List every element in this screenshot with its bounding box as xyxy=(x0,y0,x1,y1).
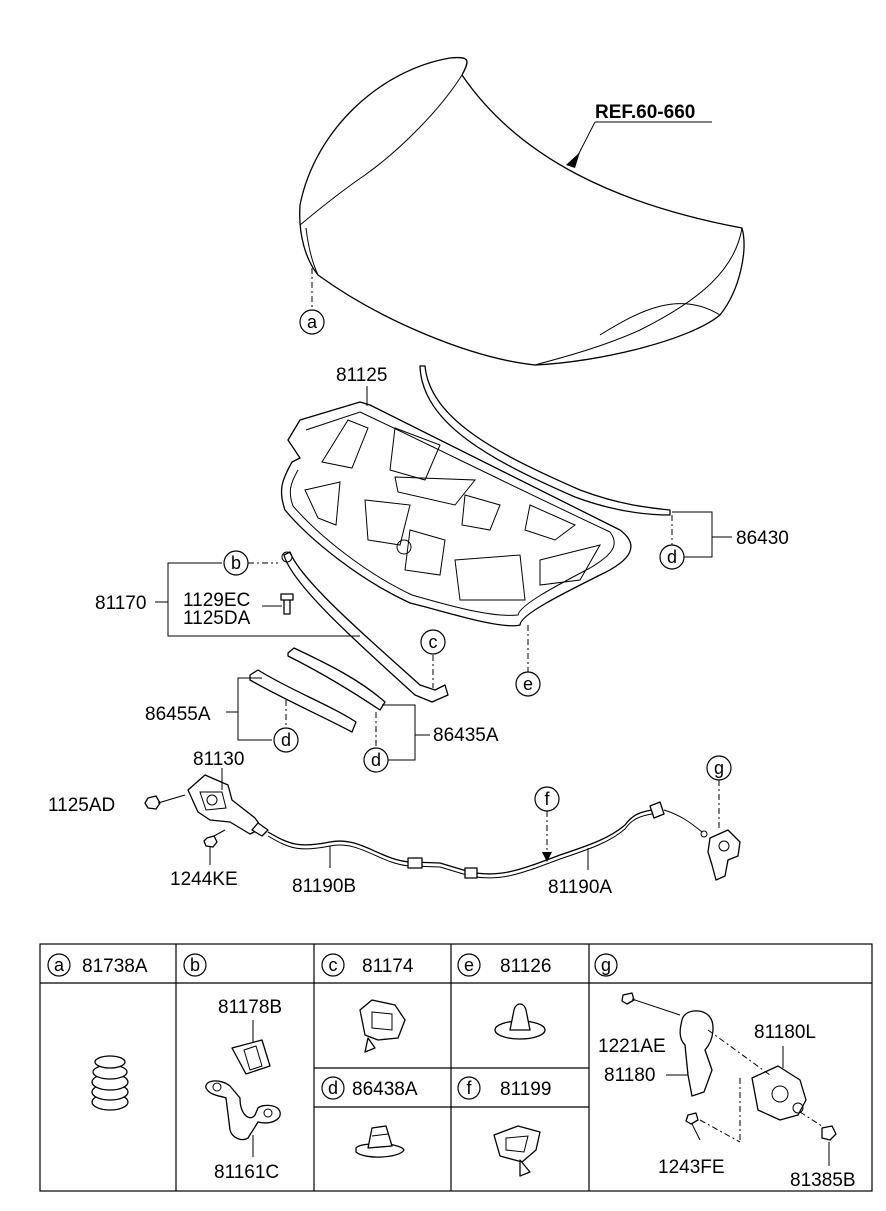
grommet-81126 xyxy=(494,1003,546,1040)
hood-stay-rod xyxy=(281,551,449,703)
callout-c xyxy=(420,629,446,655)
hood-insulator-pad xyxy=(280,401,632,627)
code-81385B: 81385B xyxy=(790,1170,856,1191)
svg-text:b: b xyxy=(231,553,241,573)
label-81190B: 81190B xyxy=(292,876,356,897)
label-1244KE: 1244KE xyxy=(170,869,238,890)
svg-text:d: d xyxy=(281,730,291,750)
label-81170: 81170 xyxy=(95,593,146,614)
seal-86435A xyxy=(287,647,386,711)
ref-label: REF.60-660 xyxy=(595,102,695,123)
cell-a: a 81738A xyxy=(47,953,148,977)
hood-panel xyxy=(299,56,745,366)
seal-86455A xyxy=(249,669,357,733)
hood-latch xyxy=(187,774,269,837)
callout-d-86455A xyxy=(273,727,299,753)
code-81126: 81126 xyxy=(500,956,551,977)
callout-d-86435A xyxy=(363,747,389,773)
code-1243FE: 1243FE xyxy=(658,1157,725,1178)
code-81174: 81174 xyxy=(362,956,414,977)
bolt-1244KE xyxy=(203,829,226,865)
bracket-81161C xyxy=(205,1080,281,1141)
svg-text:g: g xyxy=(714,758,724,778)
svg-text:c: c xyxy=(429,632,438,652)
label-1129EC: 1129EC xyxy=(183,590,250,611)
svg-text:d: d xyxy=(371,750,381,770)
svg-text:d: d xyxy=(667,547,677,567)
clip-81178B xyxy=(231,1039,271,1075)
svg-text:a: a xyxy=(54,955,65,975)
svg-text:e: e xyxy=(523,674,533,694)
cell-c: c 81174 xyxy=(321,953,414,977)
label-1125AD: 1125AD xyxy=(48,795,115,816)
code-81738A: 81738A xyxy=(82,956,148,977)
release-cable xyxy=(267,801,708,879)
label-86435A: 86435A xyxy=(433,725,499,746)
cell-b: b xyxy=(183,953,207,977)
code-81199: 81199 xyxy=(500,1079,551,1100)
label-81125: 81125 xyxy=(336,365,387,386)
clamp-81199 xyxy=(493,1125,541,1177)
code-86438A: 86438A xyxy=(352,1079,418,1100)
bolt-1129EC xyxy=(280,593,294,615)
code-81180: 81180 xyxy=(604,1065,655,1086)
code-81178B: 81178B xyxy=(218,997,282,1018)
svg-text:a: a xyxy=(307,312,318,332)
code-81161C: 81161C xyxy=(214,1162,279,1183)
svg-text:e: e xyxy=(464,955,474,975)
bumper-81738A xyxy=(91,1055,129,1111)
hood-release-handle xyxy=(707,829,741,881)
code-81180L: 81180L xyxy=(754,1022,816,1043)
holder-81174 xyxy=(359,999,406,1053)
svg-text:d: d xyxy=(328,1078,338,1098)
clip-86438A xyxy=(355,1125,405,1158)
code-1221AE: 1221AE xyxy=(598,1036,666,1057)
hood-seal-strip xyxy=(419,365,671,516)
svg-text:f: f xyxy=(544,789,550,809)
cell-g: g xyxy=(594,953,618,977)
svg-text:g: g xyxy=(601,955,611,975)
svg-text:f: f xyxy=(466,1078,472,1098)
label-1125DA: 1125DA xyxy=(183,608,251,629)
callout-a xyxy=(299,309,325,335)
svg-text:b: b xyxy=(190,955,200,975)
parts-table xyxy=(39,943,873,1192)
label-81190A: 81190A xyxy=(548,877,612,898)
bolt-1125AD xyxy=(144,794,186,810)
cell-f: f 81199 xyxy=(457,1076,551,1100)
cell-e: e 81126 xyxy=(457,953,551,977)
svg-text:c: c xyxy=(329,955,338,975)
label-81130: 81130 xyxy=(193,749,244,770)
cell-d: d 86438A xyxy=(321,1076,418,1100)
label-86430: 86430 xyxy=(736,528,789,549)
handle-assembly xyxy=(621,992,837,1143)
label-86455A: 86455A xyxy=(145,704,211,725)
callout-e xyxy=(515,671,541,697)
